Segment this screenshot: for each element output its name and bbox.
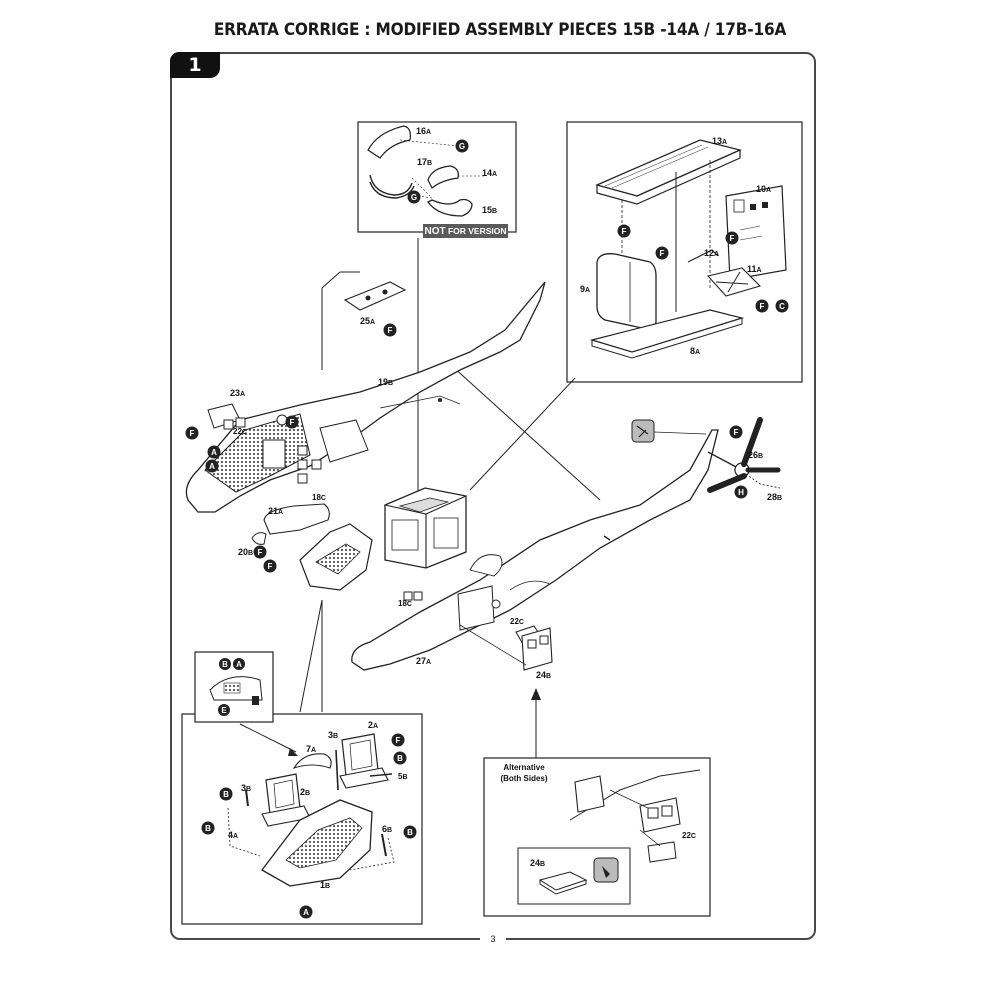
part-6b-label: 6B: [382, 824, 392, 834]
svg-text:A: A: [211, 448, 217, 457]
callout-f-icon: F: [383, 323, 397, 337]
callout-f-icon: F: [285, 415, 299, 429]
part-24b-label: 24B: [536, 670, 551, 680]
part-5b-label: 5B: [398, 772, 408, 781]
part-23a-label: 23A: [230, 388, 245, 398]
svg-text:B: B: [205, 824, 211, 833]
callout-g-icon: G: [455, 139, 469, 153]
alternative-line1: Alternative: [503, 763, 545, 772]
inset-alternative: [483, 757, 711, 917]
callout-f-icon: F: [263, 559, 277, 573]
inset-cockpit-interior: [566, 121, 803, 383]
part-22c-label: 22C: [510, 617, 524, 626]
part-18c-label: 18C: [398, 599, 412, 608]
part-9a-label: 9A: [580, 284, 590, 294]
part-1b-label: 1B: [320, 880, 330, 890]
not-for-version-badge: NOT FOR VERSION F: [423, 224, 508, 252]
part-11a-label: 11A: [747, 264, 762, 274]
part-22c-label: 22C: [682, 831, 696, 840]
svg-text:E: E: [221, 706, 227, 715]
callout-f-icon: F: [391, 733, 405, 747]
callout-h-icon: H: [734, 485, 748, 499]
svg-text:G: G: [411, 193, 417, 202]
callout-a-icon: A: [299, 905, 313, 919]
callout-f-icon: F: [617, 224, 631, 238]
svg-text:B: B: [223, 790, 229, 799]
callout-f-icon: F: [253, 545, 267, 559]
part-20b-label: 20B: [238, 547, 253, 557]
part-16a-label: 16A: [416, 126, 431, 136]
svg-text:A: A: [236, 660, 242, 669]
part-22c-label: 22C: [233, 427, 247, 436]
part-3b-label: 3B: [328, 730, 338, 740]
left-fuselage-half: [185, 281, 546, 513]
callout-a-icon: A: [207, 445, 221, 459]
part-21a-label: 21A: [268, 506, 283, 516]
callout-e-icon: E: [218, 704, 230, 716]
part-13a-label: 13A: [712, 136, 727, 146]
svg-text:F: F: [268, 562, 273, 571]
part-17b-label: 17B: [417, 157, 432, 167]
svg-text:G: G: [459, 142, 465, 151]
svg-text:F: F: [622, 227, 627, 236]
callout-g-icon: G: [407, 190, 421, 204]
callout-b-icon: B: [393, 751, 407, 765]
inset-modified-pieces: [357, 121, 517, 233]
svg-text:C: C: [779, 302, 785, 311]
part-24b-label: 24B: [530, 858, 545, 868]
svg-text:F: F: [734, 428, 739, 437]
part-3b-label: 3B: [241, 783, 251, 793]
part-10a-label: 10A: [756, 184, 771, 194]
page-title: ERRATA CORRIGE : MODIFIED ASSEMBLY PIECE…: [213, 20, 787, 39]
callout-f-icon: F: [185, 426, 199, 440]
svg-text:F: F: [760, 302, 765, 311]
part-18c-label: 18C: [312, 493, 326, 502]
part-8a-label: 8A: [690, 346, 700, 356]
svg-text:F: F: [660, 249, 665, 258]
part-19b-label: 19B: [378, 377, 393, 387]
alternative-line2: (Both Sides): [500, 774, 547, 783]
svg-text:B: B: [407, 828, 413, 837]
part-25a-label: 25A: [360, 316, 375, 326]
part-7a-label: 7A: [306, 744, 316, 754]
callout-f-icon: F: [655, 246, 669, 260]
svg-text:A: A: [303, 908, 309, 917]
callout-a-icon: A: [205, 459, 219, 473]
small-parts-left: [207, 271, 407, 591]
svg-text:F: F: [190, 429, 195, 438]
part-2a-label: 2A: [368, 720, 378, 730]
right-fuselage-half: [351, 417, 781, 671]
part-28b-label: 28B: [767, 492, 782, 502]
svg-text:F: F: [730, 234, 735, 243]
svg-text:F: F: [258, 548, 263, 557]
svg-text:B: B: [222, 660, 228, 669]
part-15b-label: 15B: [482, 205, 497, 215]
part-12a-label: 12A: [704, 248, 719, 258]
svg-text:B: B: [397, 754, 403, 763]
callout-b-icon: B: [403, 825, 417, 839]
cockpit-box-assembly: [384, 487, 467, 569]
svg-text:F: F: [388, 326, 393, 335]
part-27a-label: 27A: [416, 656, 431, 666]
callout-c-icon: C: [775, 299, 789, 313]
part-14a-label: 14A: [482, 168, 497, 178]
callout-f-icon: F: [729, 425, 743, 439]
svg-text:F: F: [290, 418, 295, 427]
part-26b-label: 26B: [748, 450, 763, 460]
step-number-tab: 1: [170, 52, 220, 78]
callout-b-icon: B: [219, 787, 233, 801]
page-number: 3: [480, 934, 506, 944]
part-2b-label: 2B: [300, 787, 310, 797]
inset-seats: [181, 651, 423, 925]
callout-f-icon: F: [755, 299, 769, 313]
callout-a-icon: A: [233, 658, 245, 670]
svg-text:F: F: [396, 736, 401, 745]
svg-text:H: H: [738, 488, 744, 497]
callout-f-icon: F: [725, 231, 739, 245]
part-4a-label: 4A: [228, 830, 238, 840]
callout-b-icon: B: [201, 821, 215, 835]
svg-text:A: A: [209, 462, 215, 471]
callout-b-icon: B: [219, 658, 231, 670]
